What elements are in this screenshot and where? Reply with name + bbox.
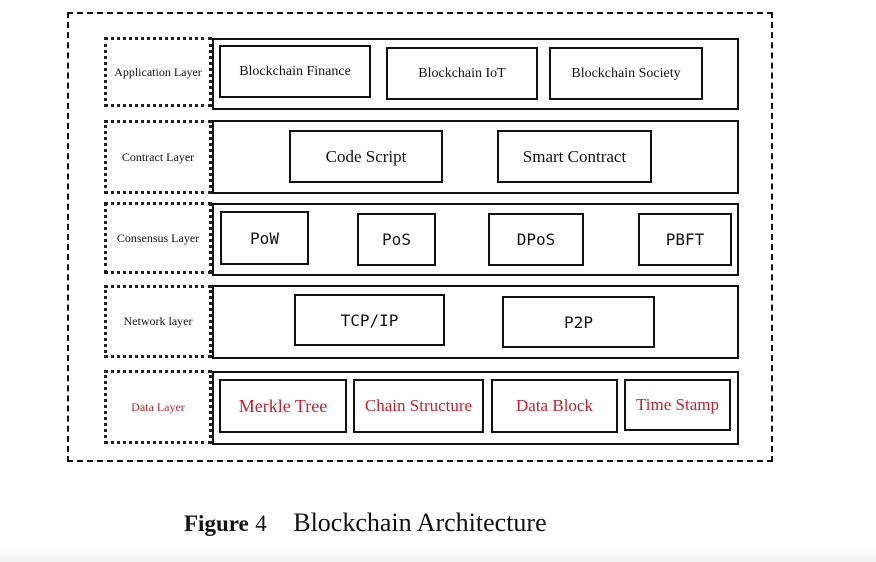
- item-pbft: PBFT: [638, 213, 732, 266]
- item-pow: PoW: [220, 211, 309, 265]
- item-dpos: DPoS: [488, 213, 584, 266]
- layer-box-network: [212, 285, 739, 359]
- page-bottom-fade: [0, 548, 876, 562]
- caption-number: 4: [255, 511, 267, 536]
- layer-label-application: Application Layer: [104, 37, 212, 107]
- caption-prefix: Figure: [184, 511, 249, 536]
- item-p2p: P2P: [502, 296, 655, 348]
- item-data-block: Data Block: [491, 379, 618, 433]
- layer-label-data: Data Layer: [104, 370, 212, 444]
- item-code-script: Code Script: [289, 130, 443, 183]
- item-smart-contract: Smart Contract: [497, 130, 652, 183]
- item-chain-structure: Chain Structure: [353, 379, 484, 433]
- caption-title: Blockchain Architecture: [293, 508, 547, 537]
- layer-label-consensus: Consensus Layer: [104, 202, 212, 274]
- item-blockchain-iot: Blockchain IoT: [386, 47, 538, 100]
- layer-label-network: Network layer: [104, 285, 212, 358]
- item-blockchain-finance: Blockchain Finance: [219, 45, 371, 98]
- item-tcp-ip: TCP/IP: [294, 294, 445, 346]
- layer-box-contract: [212, 120, 739, 194]
- layer-box-application: [212, 38, 739, 110]
- figure-caption: Figure 4 Blockchain Architecture: [184, 508, 547, 538]
- item-blockchain-society: Blockchain Society: [549, 47, 703, 100]
- item-pos: PoS: [357, 213, 436, 266]
- layer-box-data: [212, 371, 739, 445]
- item-time-stamp: Time Stamp: [624, 379, 731, 431]
- architecture-frame: [67, 12, 773, 462]
- item-merkle-tree: Merkle Tree: [219, 379, 347, 433]
- layer-box-consensus: [212, 203, 739, 276]
- layer-label-contract: Contract Layer: [104, 120, 212, 194]
